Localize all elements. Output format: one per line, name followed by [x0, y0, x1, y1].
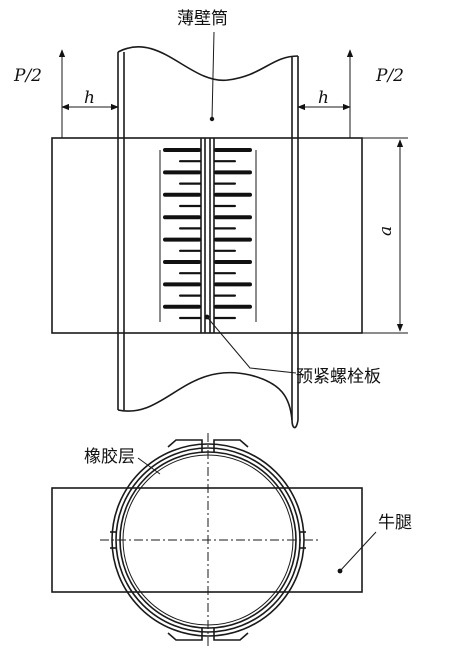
bolt-plate-leader-line	[206, 316, 297, 374]
bolt-mark	[163, 282, 201, 287]
thin-tube-upper	[117, 31, 299, 138]
corbel-body	[51, 487, 363, 593]
tube-leader-line	[211, 31, 215, 120]
bolt-mark	[179, 227, 201, 230]
bolt-mark	[163, 192, 201, 197]
bottom-lug-right	[213, 628, 249, 641]
plan-view: 橡胶层 牛腿	[51, 433, 412, 648]
load-left-label: P/2	[13, 66, 42, 86]
top-lug-right	[213, 439, 249, 452]
offset-right-label: h	[318, 88, 329, 108]
bolt-mark	[214, 316, 236, 320]
bolt-mark	[179, 249, 201, 252]
bolt-mark	[214, 148, 252, 152]
offset-left-label: h	[84, 88, 95, 108]
rubber-layer-leader-line	[137, 457, 161, 475]
bolt-mark	[214, 282, 252, 287]
bolt-mark	[214, 204, 236, 208]
bolt-mark	[163, 215, 201, 220]
bolt-mark	[214, 294, 236, 297]
corbel-leader-line	[339, 531, 377, 572]
bolt-mark	[214, 272, 236, 275]
thin-tube-lower	[117, 333, 299, 429]
rubber-layer-label: 橡胶层	[84, 447, 135, 467]
bolt-mark	[214, 304, 252, 309]
bolt-mark	[163, 260, 201, 264]
bolt-mark	[163, 237, 201, 242]
bolt-mark	[214, 170, 252, 175]
bolt-mark	[214, 215, 252, 220]
height-label: a	[376, 226, 396, 236]
bolt-mark	[179, 294, 201, 297]
bolt-mark	[214, 249, 236, 252]
clamp-body	[51, 137, 363, 334]
preload-bolts	[163, 148, 252, 320]
bolt-mark	[163, 170, 201, 175]
thin-tube-label: 薄壁筒	[177, 9, 228, 29]
bolt-mark	[214, 260, 252, 264]
bolt-mark	[179, 160, 201, 163]
bolt-mark	[214, 237, 252, 242]
corbel-label: 牛腿	[378, 513, 412, 533]
bolt-mark	[214, 160, 236, 163]
preload-bolt-plate-label: 预紧螺栓板	[296, 367, 381, 387]
bolt-mark	[163, 304, 201, 309]
bolt-mark	[214, 192, 252, 197]
bolt-mark	[214, 182, 236, 185]
elevation-view: 薄壁筒 P/2 P/2 h h a 预紧螺栓板	[13, 9, 408, 429]
bolt-mark	[179, 182, 201, 185]
bolt-mark	[179, 316, 201, 320]
bolt-mark	[179, 272, 201, 275]
bottom-lug-left	[167, 628, 203, 641]
bolt-mark	[214, 227, 236, 230]
load-right-label: P/2	[375, 66, 404, 86]
bolt-mark	[179, 204, 201, 208]
bolt-mark	[163, 148, 201, 152]
top-lug-left	[167, 439, 203, 452]
